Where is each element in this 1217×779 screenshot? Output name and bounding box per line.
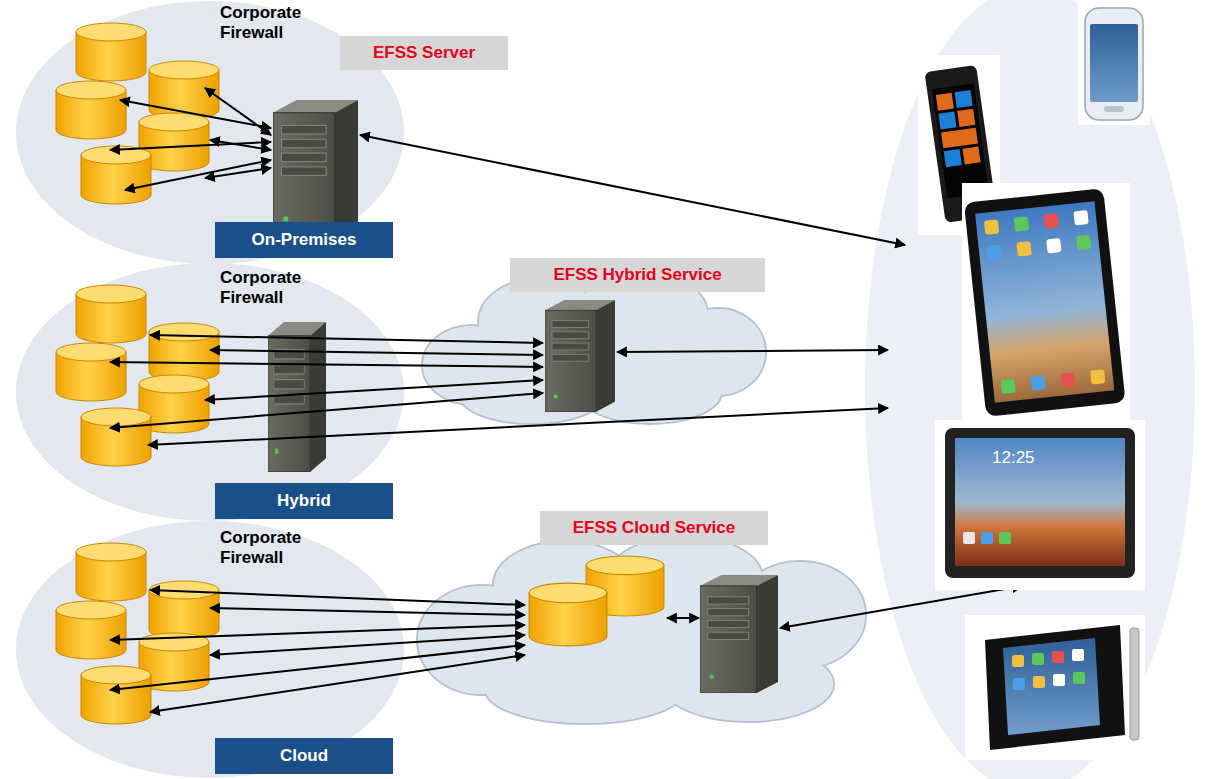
service-name: EFSS Server xyxy=(373,43,475,63)
service-name: EFSS Hybrid Service xyxy=(553,265,721,285)
zone-ellipse-fill xyxy=(16,521,404,778)
iphone xyxy=(965,615,1145,760)
service-label: EFSS Hybrid Service xyxy=(510,258,765,292)
deployment-name: On-Premises xyxy=(252,230,357,250)
device-zone xyxy=(865,0,1195,779)
service-name: EFSS Cloud Service xyxy=(573,518,736,538)
clock-text: 12:25 xyxy=(992,448,1035,468)
ipad-tablet xyxy=(962,183,1130,428)
deployment-name: Cloud xyxy=(280,746,328,766)
zone-title: Corporate Firewall xyxy=(220,268,332,308)
deployment-tag: Cloud xyxy=(215,738,393,774)
deployment-name: Hybrid xyxy=(277,491,331,511)
service-label: EFSS Server xyxy=(340,36,508,70)
firewall-zone: Corporate FirewallCloud xyxy=(15,520,405,779)
zone-title: Corporate Firewall xyxy=(220,528,332,568)
galaxy-phone xyxy=(1078,0,1150,125)
deployment-tag: Hybrid xyxy=(215,483,393,519)
zone-title: Corporate Firewall xyxy=(220,3,332,43)
screen-clock: 12:25 xyxy=(992,448,1035,468)
service-label: EFSS Cloud Service xyxy=(540,511,768,545)
cloud-shape xyxy=(417,536,866,724)
deployment-tag: On-Premises xyxy=(215,222,393,258)
zone-ellipse-fill xyxy=(16,263,404,521)
galaxy-tablet xyxy=(935,420,1145,590)
cloud-database xyxy=(529,556,664,646)
firewall-zone: Corporate FirewallHybrid xyxy=(15,262,405,522)
cloud-shape xyxy=(422,272,766,424)
